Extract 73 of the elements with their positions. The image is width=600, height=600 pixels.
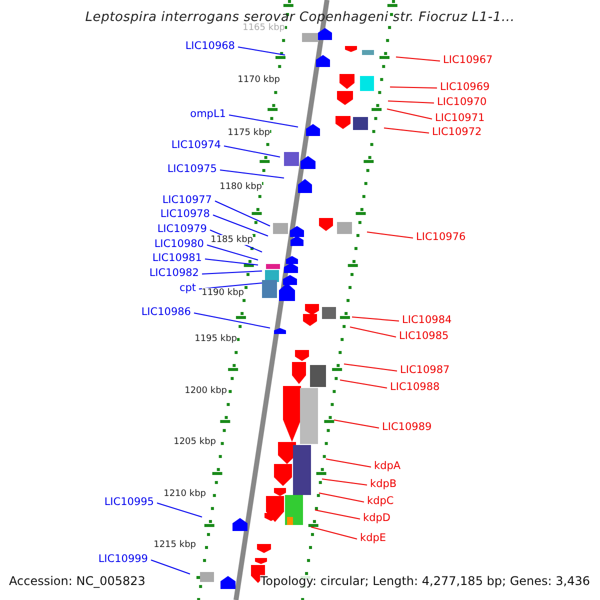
gene-label: kdpE: [360, 532, 386, 545]
gene-label: LIC10995: [104, 496, 154, 509]
leader-line: [150, 560, 190, 574]
leader-line: [366, 232, 414, 238]
leader-line: [214, 200, 270, 226]
gene-label: LIC10980: [154, 238, 204, 251]
gene-label: LIC10989: [382, 421, 432, 434]
gene-label: LIC10975: [167, 163, 217, 176]
leader-line: [384, 128, 430, 134]
leader-line: [194, 312, 270, 328]
leader-line: [212, 214, 268, 236]
title: Leptospira interrogans serovar Copenhageni str. Fiocruz L1-1...: [84, 11, 516, 24]
gene-label: kdpA: [374, 460, 401, 473]
scale-label: 1165 kbp: [242, 23, 285, 33]
leader-line: [156, 502, 202, 518]
leader-line: [238, 46, 286, 56]
leader-line: [224, 146, 280, 158]
leader-line: [352, 316, 400, 322]
leader-line: [334, 420, 380, 428]
gene-label: LIC10967: [443, 54, 493, 67]
scale-label: 1215 kbp: [154, 540, 196, 550]
scale-label: 1170 kbp: [238, 75, 280, 85]
scale-label: 1175 kbp: [228, 128, 270, 138]
scale-label: 1180 kbp: [220, 182, 262, 192]
scale-label: 1205 kbp: [174, 437, 216, 447]
gene-label: ompL1: [190, 108, 226, 121]
scale-label: 1210 kbp: [164, 489, 206, 499]
gene-label: LIC10969: [440, 81, 490, 94]
gene-label: kdpB: [370, 478, 397, 491]
scale-label: 1195 kbp: [194, 334, 237, 344]
gene-label: LIC10988: [390, 381, 440, 394]
gene-label: LIC10979: [157, 223, 207, 236]
gene-label: LIC10999: [98, 553, 148, 566]
gene-label: LIC10968: [185, 40, 235, 53]
scale-label: 1200 kbp: [184, 386, 227, 396]
leader-line: [198, 282, 262, 290]
leader-line: [202, 270, 262, 274]
leader-line: [228, 114, 298, 128]
gene-label: LIC10985: [399, 330, 449, 343]
leader-line: [322, 478, 368, 486]
gene-label: LIC10984: [402, 314, 452, 327]
gene-label: LIC10987: [400, 364, 450, 377]
gene-label: LIC10986: [141, 306, 191, 319]
accession-text: Accession: NC_005823: [9, 575, 146, 588]
leader-line: [310, 526, 358, 540]
leader-line: [390, 86, 438, 88]
leader-line: [204, 258, 258, 266]
leader-line: [344, 364, 398, 372]
leader-line: [314, 510, 360, 520]
gene-label: LIC10978: [160, 208, 210, 221]
leader-line: [206, 244, 258, 260]
gene-label: LIC10976: [416, 231, 466, 244]
gene-label: LIC10981: [152, 252, 202, 265]
leader-line: [326, 458, 372, 468]
gene-label: LIC10970: [437, 96, 487, 109]
gene-label: LIC10977: [162, 194, 212, 207]
gene-label: LIC10971: [435, 112, 485, 125]
scale-label: 1185 kbp: [210, 235, 253, 245]
leader-line: [396, 56, 440, 62]
gene-label: LIC10982: [149, 267, 199, 280]
scale-label: 1190 kbp: [202, 288, 244, 298]
gene-label: cpt: [179, 282, 196, 295]
leader-line: [386, 108, 432, 120]
leader-line: [340, 380, 388, 388]
gene-label: LIC10974: [171, 139, 221, 152]
gene-label: kdpD: [363, 512, 390, 525]
leader-line: [220, 170, 284, 178]
leader-line: [388, 100, 434, 104]
gene-label: kdpC: [367, 495, 394, 508]
gene-label: LIC10972: [432, 126, 482, 139]
leader-line: [350, 326, 396, 338]
topology-text: Topology: circular; Length: 4,277,185 bp; Genes: 3,436: [260, 575, 590, 588]
leader-line: [318, 492, 364, 502]
